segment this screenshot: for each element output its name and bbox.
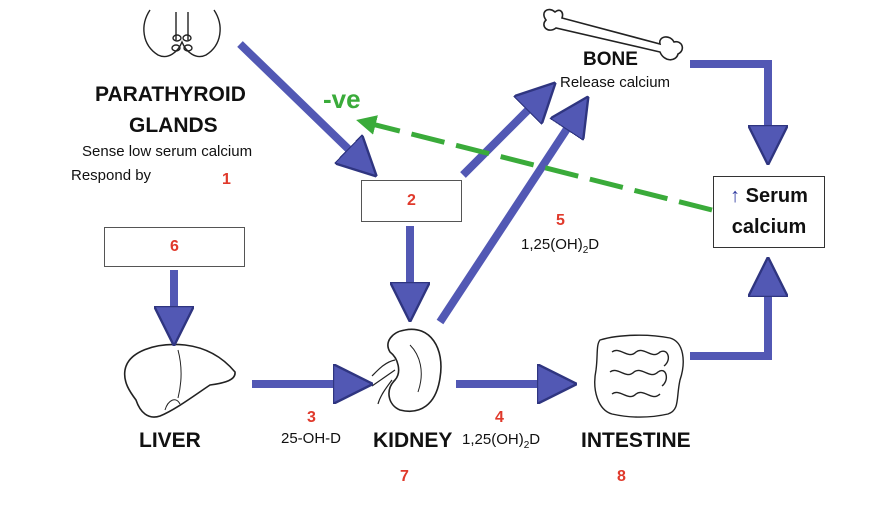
parathyroid-label-line2: GLANDS: [129, 114, 218, 137]
arrow-kidney-to-bone: [436, 103, 584, 325]
step-number-1: 1: [222, 171, 231, 188]
arrow-parathyroid-to-box2: [237, 41, 371, 171]
bone-release-text: Release calcium: [560, 74, 671, 91]
metabolite-25: 25-OH-D: [281, 430, 342, 447]
parathyroid-glands-icon: [143, 9, 221, 58]
respond-text: Respond by: [71, 167, 152, 184]
parathyroid-label-line1: PARATHYROID: [95, 83, 246, 106]
arrow-bone-to-serum: [690, 60, 768, 157]
kidney-icon: [371, 328, 442, 412]
step-number-2: 2: [407, 192, 416, 209]
up-arrow-icon: ↑: [730, 185, 741, 207]
serum-calcium-line2: calcium: [731, 216, 807, 238]
metabolite-125-upper: 1,25(OH)2D: [521, 236, 600, 256]
pathway-arrows: [174, 41, 768, 384]
intestine-label: INTESTINE: [581, 429, 691, 452]
arrow-box2-to-bone: [460, 88, 550, 178]
liver-label: LIVER: [139, 429, 201, 452]
arrow-intestine-to-serum: [690, 265, 768, 360]
step-number-4: 4: [495, 409, 504, 426]
intestine-icon: [594, 334, 684, 418]
blank-box-6: 6: [104, 227, 245, 267]
blank-box-2: 2: [361, 180, 462, 222]
liver-icon: [123, 343, 236, 418]
step-number-7: 7: [400, 468, 409, 485]
step-number-5: 5: [556, 212, 565, 229]
metabolite-125-lower: 1,25(OH)2D: [462, 431, 541, 451]
step-number-3: 3: [307, 409, 316, 426]
step-number-6: 6: [170, 238, 179, 255]
bone-icon: [543, 8, 684, 61]
negative-feedback-arrow: [356, 115, 713, 213]
serum-calcium-box: ↑ Serum calcium: [713, 176, 825, 248]
negative-feedback-label: -ve: [323, 84, 361, 114]
serum-calcium-line1: ↑ Serum: [730, 185, 808, 207]
step-number-8: 8: [617, 468, 626, 485]
sense-text: Sense low serum calcium: [82, 143, 253, 160]
kidney-label: KIDNEY: [373, 429, 453, 452]
bone-label: BONE: [583, 49, 638, 70]
